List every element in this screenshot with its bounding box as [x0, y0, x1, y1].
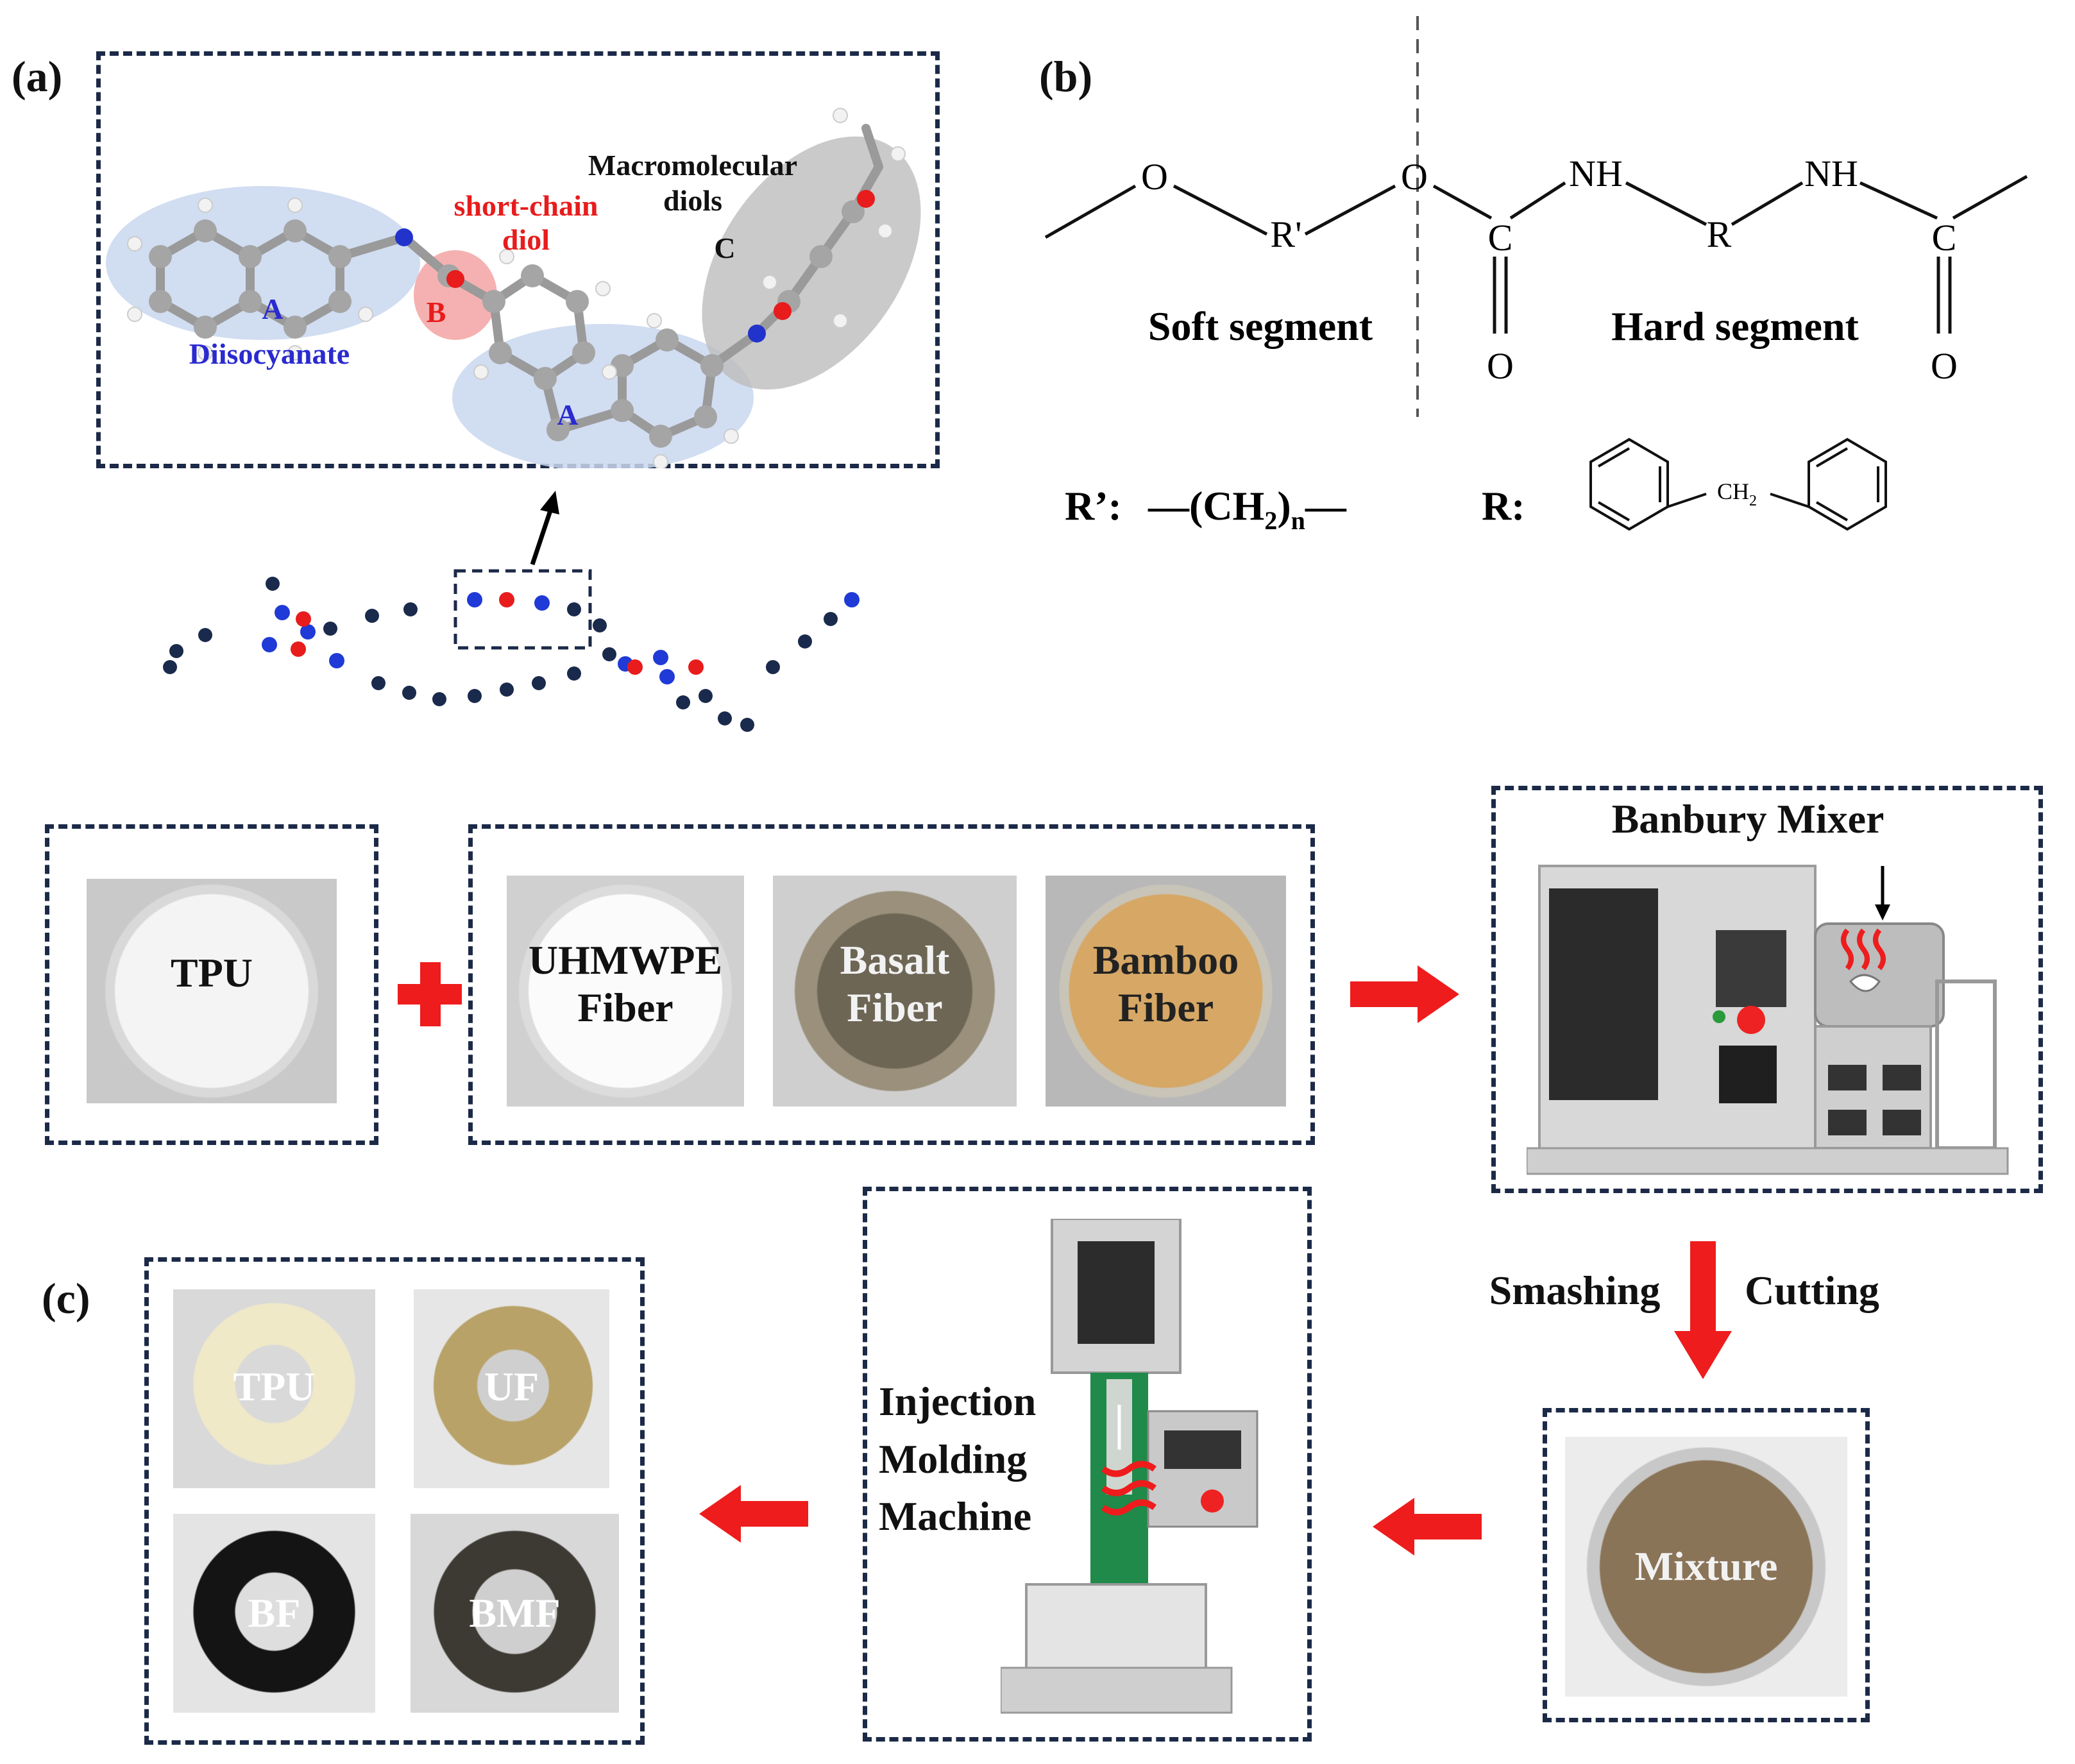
bamboo-label: Bamboo Fiber — [1046, 937, 1286, 1031]
atom-o4: O — [1931, 345, 1958, 387]
soft-segment-label: Soft segment — [1148, 303, 1373, 349]
arrow-left-icon-1 — [1373, 1498, 1482, 1556]
atom-r: R — [1707, 214, 1732, 255]
diphenylmethane — [1589, 437, 1887, 531]
pu-structure: O O R' C NH R NH C O O Soft segment Hard… — [1044, 16, 2028, 535]
atom-nh2: NH — [1804, 153, 1858, 194]
banbury-box — [1491, 786, 2043, 1193]
atom-nh1: NH — [1569, 153, 1623, 194]
tpu-label: TPU — [171, 950, 253, 996]
macro-line1: Macromolecular — [588, 149, 798, 182]
diisocyanate-label: Diisocyanate — [189, 337, 350, 370]
banbury-label: Banbury Mixer — [1611, 796, 1884, 842]
bamboo-photo: Bamboo Fiber — [1046, 876, 1286, 1107]
label-a-right: A — [557, 398, 579, 431]
label-c: C — [714, 232, 736, 264]
arrow-left-icon-2 — [699, 1485, 808, 1543]
basalt-label: Basalt Fiber — [773, 937, 1017, 1031]
fibers-box — [468, 824, 1315, 1145]
smashing-label: Smashing — [1489, 1268, 1661, 1313]
bamboo-line2: Fiber — [1117, 984, 1214, 1030]
hard-segment-label: Hard segment — [1611, 303, 1859, 349]
basalt-line2: Fiber — [847, 984, 943, 1030]
uhmwpe-line1: UHMWPE — [528, 937, 723, 983]
sample-tpu-label: TPU — [233, 1364, 316, 1409]
plus-icon — [398, 962, 462, 1026]
injection-line3: Machine — [879, 1493, 1032, 1539]
r-prime-formula: —(CH2)n— — [1148, 483, 1347, 535]
atom-c1: C — [1488, 217, 1513, 259]
sample-tpu-photo: TPU — [173, 1289, 375, 1488]
r-label: R: — [1482, 483, 1525, 529]
mixture-label: Mixture — [1634, 1543, 1778, 1589]
tpu-pellets-photo: TPU — [87, 879, 337, 1103]
injection-machine-illustration — [1001, 1219, 1258, 1714]
atom-o1: O — [1141, 156, 1168, 198]
molecule-zoom-box — [96, 51, 940, 468]
arrow-right-icon — [1350, 965, 1459, 1023]
macro-line2: diols — [663, 184, 723, 217]
bamboo-line1: Bamboo — [1092, 937, 1239, 983]
sample-bf-label: BF — [248, 1590, 301, 1636]
samples-box — [144, 1257, 645, 1745]
label-a-left: A — [262, 293, 284, 325]
panel-label-c: (c) — [42, 1274, 90, 1323]
injection-label: Injection Molding Machine — [879, 1373, 1084, 1545]
sample-bf-photo: BF — [173, 1514, 375, 1713]
sample-bmf-label: BMF — [469, 1590, 561, 1636]
sample-uf-photo: UF — [414, 1289, 609, 1488]
atom-c2: C — [1932, 217, 1957, 259]
label-b: B — [426, 296, 446, 328]
short-chain-line2: diol — [502, 223, 550, 256]
molecule-model — [106, 108, 921, 468]
mixture-photo: Mixture — [1565, 1437, 1847, 1697]
sample-bmf-photo: BMF — [411, 1514, 619, 1713]
atom-o3: O — [1487, 345, 1514, 387]
mixture-box — [1543, 1408, 1870, 1722]
banbury-mixer-illustration — [1527, 865, 2009, 1175]
sample-uf-label: UF — [484, 1364, 539, 1409]
polymer-chain — [163, 569, 860, 732]
cutting-label: Cutting — [1745, 1268, 1879, 1313]
uhmwpe-label: UHMWPE Fiber — [507, 937, 744, 1031]
zoom-arrow — [530, 491, 559, 566]
panel-label-a: (a) — [12, 52, 63, 101]
panel-label-b: (b) — [1039, 52, 1093, 101]
atom-rprime: R' — [1270, 214, 1301, 255]
basalt-photo: Basalt Fiber — [773, 876, 1017, 1107]
injection-line2: Molding — [879, 1436, 1028, 1482]
atom-o2: O — [1401, 156, 1428, 198]
injection-box — [863, 1187, 1312, 1742]
short-chain-line1: short-chain — [453, 189, 598, 222]
r-prime-label: R’: — [1065, 483, 1122, 529]
arrow-down-icon — [1674, 1241, 1732, 1379]
tpu-box — [45, 824, 378, 1145]
uhmwpe-photo: UHMWPE Fiber — [507, 876, 744, 1107]
ch2-label: CH2 — [1717, 479, 1757, 509]
macromolecular-diols-label: Macromolecular diols — [564, 148, 821, 218]
uhmwpe-line2: Fiber — [577, 984, 673, 1030]
short-chain-diol-label: short-chain diol — [423, 189, 629, 257]
basalt-line1: Basalt — [840, 937, 950, 983]
injection-line1: Injection — [879, 1378, 1037, 1424]
